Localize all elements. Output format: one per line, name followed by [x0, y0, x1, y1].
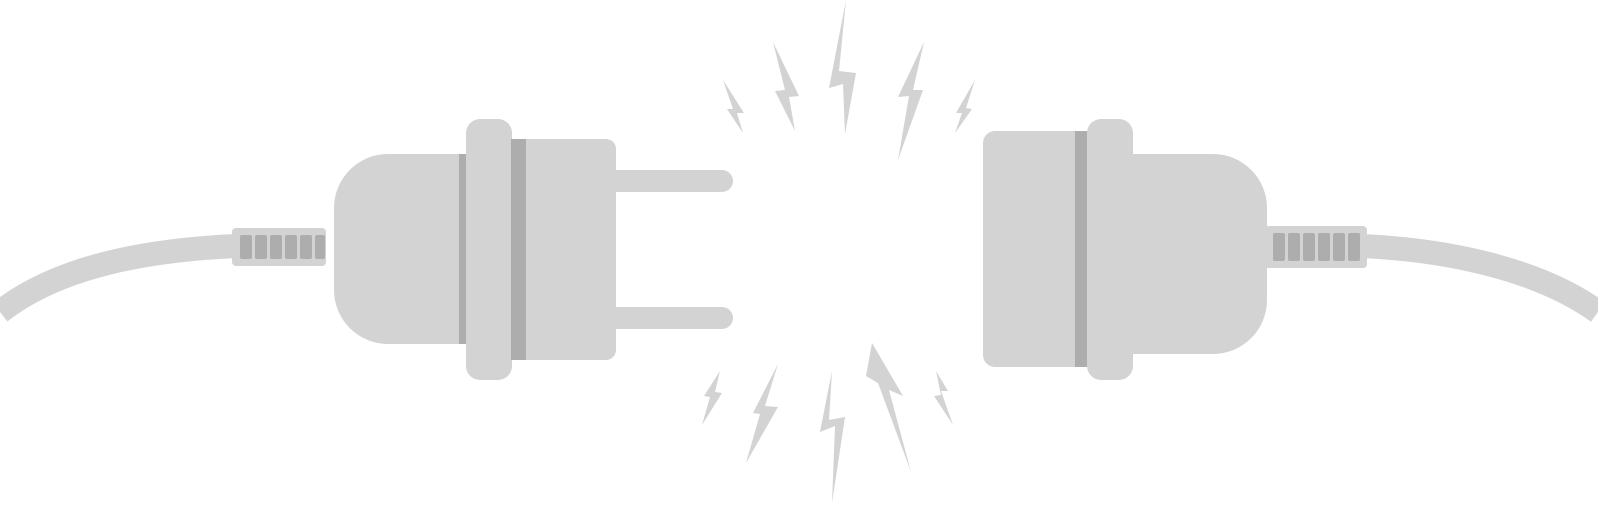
spark-icon [898, 42, 924, 160]
spark-icon [746, 364, 778, 463]
spark-icon [702, 371, 722, 425]
plug-icon [334, 119, 733, 380]
spark-icon [955, 80, 975, 133]
spark-icon [866, 343, 911, 472]
spark-icon [723, 80, 744, 133]
right-strain-relief-icon [1265, 226, 1367, 268]
socket-icon [983, 119, 1267, 380]
spark-icon [829, 0, 856, 134]
sparks-lower [702, 343, 953, 503]
spark-icon [934, 371, 953, 425]
left-strain-relief-icon [232, 228, 326, 266]
sparks-upper [723, 0, 975, 160]
spark-icon [820, 371, 845, 503]
right-cable-icon [1361, 234, 1598, 322]
spark-icon [773, 42, 799, 131]
left-cable-icon [0, 234, 237, 322]
